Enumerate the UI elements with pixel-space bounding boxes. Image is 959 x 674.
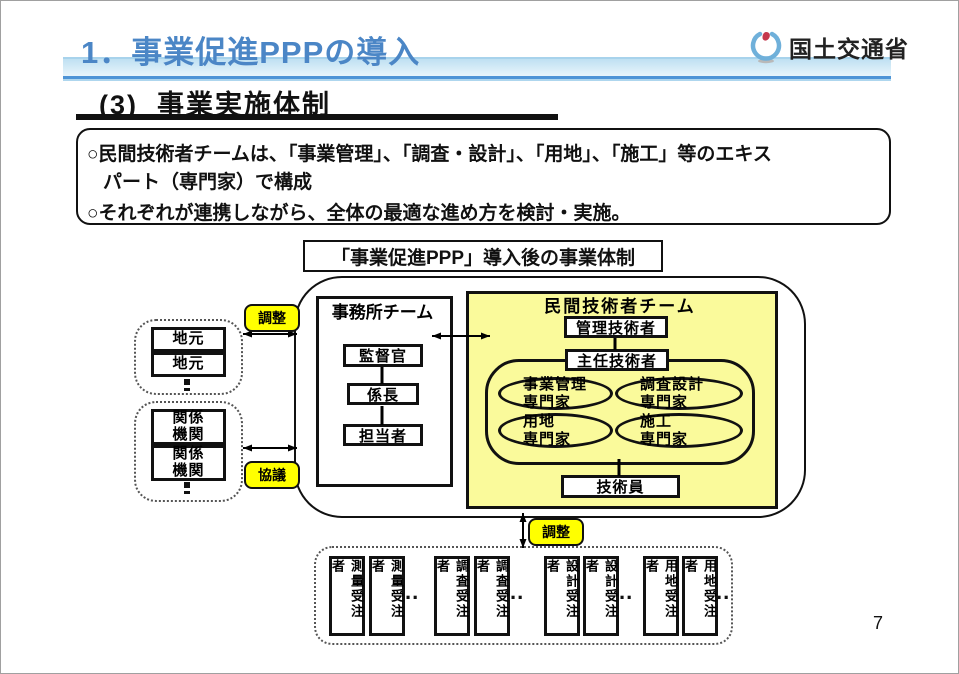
contractor-ellipsis: .. (510, 579, 525, 604)
related-org-box-1: 関係 機関 (151, 409, 226, 445)
title-highlight-band (63, 57, 891, 79)
manager-engineer-box: 管理技術者 (564, 316, 668, 338)
label-coordination-bottom: 調整 (528, 518, 584, 546)
expert-ellipse-construction: 施工 専門家 (615, 413, 743, 448)
summary-point-1-line-1: ○民間技術者チームは、「事業管理」、「調査・設計」、「用地」、「施工」等のエキス (87, 144, 772, 165)
diagram-caption: 「事業促進PPP」導入後の事業体制 (303, 240, 663, 272)
page-title: 1．事業促進PPPの導入 (81, 35, 421, 70)
related-org-box-2: 関係 機関 (151, 445, 226, 481)
expert-ellipse-survey-design: 調査設計 専門家 (615, 376, 743, 411)
continuation-dots (184, 482, 190, 494)
contractor-box-design-2: 設計受注者 (583, 556, 619, 636)
continuation-dots (184, 379, 190, 391)
mlit-logo: 国土交通省 (749, 30, 909, 64)
local-residents-box-1: 地元 (151, 327, 226, 352)
chief-engineer-box: 主任技術者 (565, 349, 669, 371)
label-coordination-top: 調整 (244, 304, 300, 332)
office-team-title: 事務所チーム (331, 303, 434, 322)
private-team-title: 民間技術者チーム (544, 297, 696, 316)
office-member-staff: 担当者 (343, 424, 423, 446)
local-residents-box-2: 地元 (151, 352, 226, 377)
office-member-supervisor: 監督官 (343, 344, 423, 367)
expert-ellipse-project-management: 事業管理 専門家 (498, 376, 613, 411)
label-consultation: 協議 (244, 461, 300, 489)
mlit-logo-icon (749, 30, 783, 64)
contractor-box-land-2: 用地受注者 (682, 556, 718, 636)
contractor-box-land-1: 用地受注者 (643, 556, 679, 636)
contractor-ellipsis: .. (405, 579, 420, 604)
contractor-box-survey-2: 測量受注者 (369, 556, 405, 636)
summary-box: ○民間技術者チームは、「事業管理」、「調査・設計」、「用地」、「施工」等のエキス… (76, 128, 891, 225)
summary-point-1-line-2: パート（専門家）で構成 (103, 172, 313, 193)
summary-point-2: ○それぞれが連携しながら、全体の最適な進め方を検討・実施。 (87, 203, 631, 224)
contractor-box-investigation-1: 調査受注者 (434, 556, 470, 636)
expert-ellipse-land: 用地 専門家 (498, 413, 613, 448)
contractor-ellipsis: .. (619, 579, 634, 604)
engineer-box: 技術員 (561, 475, 680, 498)
office-member-chief-clerk: 係長 (347, 383, 419, 405)
contractor-ellipsis: .. (716, 579, 731, 604)
contractor-box-investigation-2: 調査受注者 (474, 556, 510, 636)
contractor-box-design-1: 設計受注者 (544, 556, 580, 636)
contractor-box-survey-1: 測量受注者 (329, 556, 365, 636)
mlit-logo-text: 国土交通省 (789, 36, 909, 62)
page-number: 7 (873, 613, 884, 633)
subtitle-underline (76, 114, 558, 120)
